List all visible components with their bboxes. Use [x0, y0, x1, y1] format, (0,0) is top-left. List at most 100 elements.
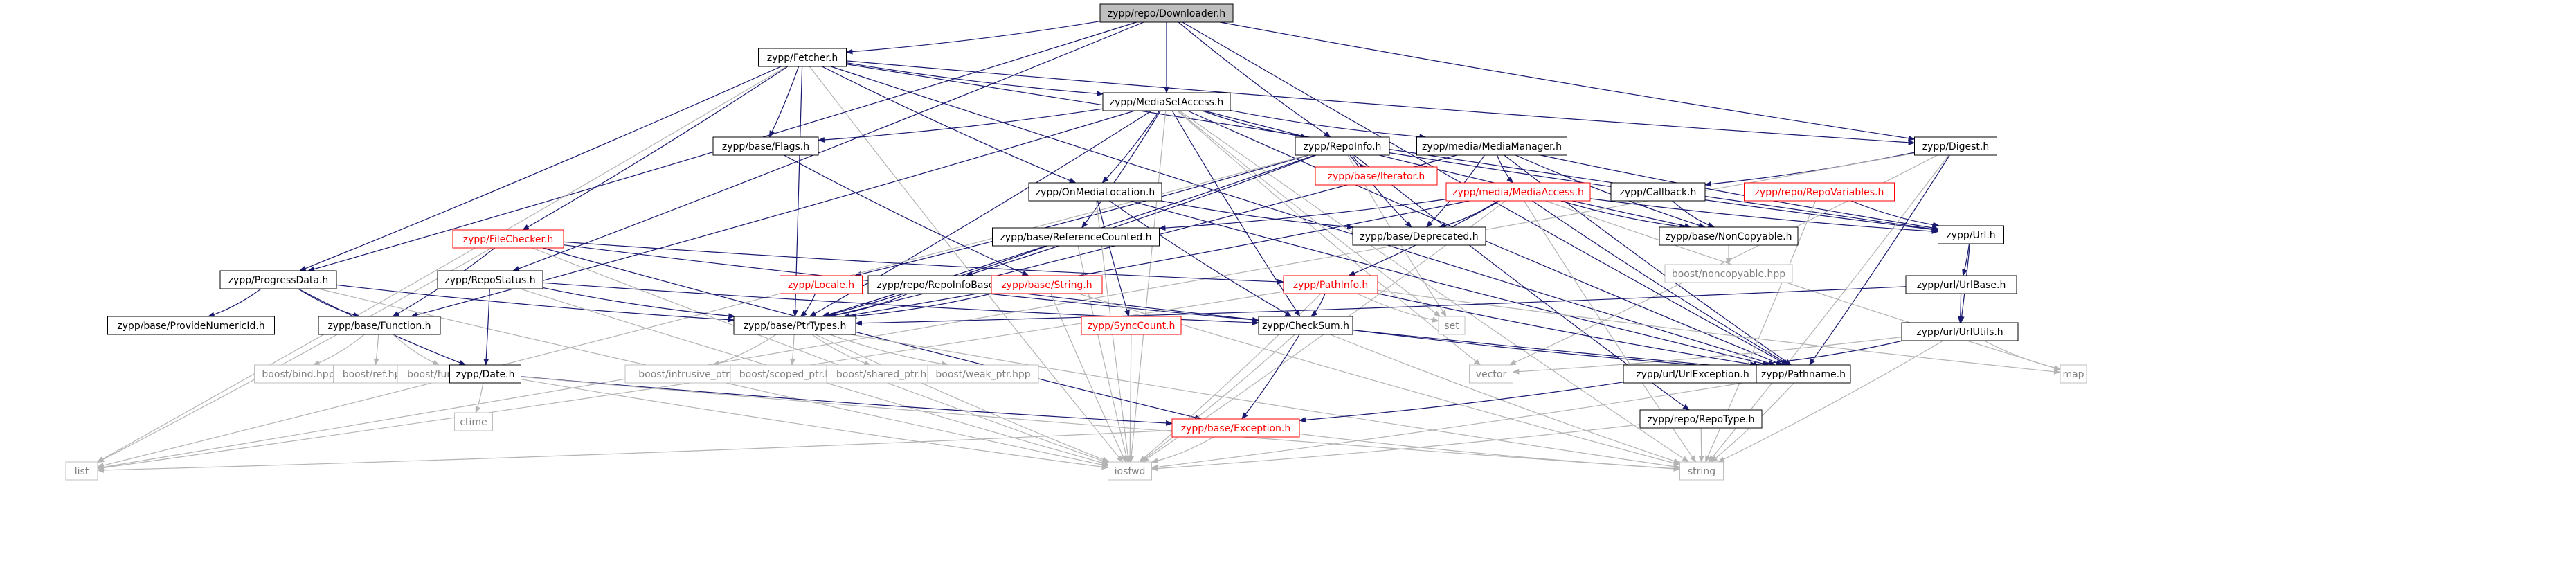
node-callback[interactable]: zypp/Callback.h — [1610, 182, 1706, 202]
node-repoinfobase[interactable]: zypp/repo/RepoInfoBase.h — [867, 275, 1013, 294]
node-box-digest[interactable] — [1914, 136, 1997, 156]
edge-mediasetaccess-to-noncopyable — [1204, 110, 1692, 229]
node-onmedialocation[interactable]: zypp/OnMediaLocation.h — [1028, 182, 1162, 202]
node-provnum[interactable]: zypp/base/ProvideNumericId.h — [107, 316, 275, 335]
edge-checksum-to-exception — [1241, 334, 1300, 420]
node-box-filechecker[interactable] — [452, 229, 564, 249]
node-box-mediasetaccess[interactable] — [1102, 92, 1231, 111]
node-noncopyable[interactable]: zypp/base/NonCopyable.h — [1659, 226, 1799, 246]
node-ptrtypes[interactable]: zypp/base/PtrTypes.h — [733, 316, 856, 335]
node-checksum[interactable]: zypp/CheckSum.h — [1258, 316, 1353, 335]
node-box-synccount[interactable] — [1081, 316, 1182, 335]
edge-fetcher-to-filechecker — [522, 66, 789, 231]
node-synccount[interactable]: zypp/SyncCount.h — [1081, 316, 1182, 335]
node-label-progressdata: zypp/ProgressData.h — [228, 275, 329, 286]
node-downloader[interactable]: zypp/repo/Downloader.h — [1099, 3, 1234, 23]
node-box-pathname[interactable] — [1756, 364, 1851, 384]
node-set[interactable]: set — [1438, 316, 1466, 335]
node-locale[interactable]: zypp/Locale.h — [780, 275, 863, 294]
node-box-refcounted[interactable] — [992, 227, 1160, 247]
node-box-callback[interactable] — [1610, 182, 1706, 202]
node-boostnoncopy[interactable]: boost/noncopyable.hpp — [1664, 264, 1793, 283]
node-box-flags[interactable] — [712, 136, 819, 156]
node-repostatus[interactable]: zypp/RepoStatus.h — [437, 270, 543, 289]
node-fetcher[interactable]: zypp/Fetcher.h — [758, 48, 847, 67]
node-box-repovariables[interactable] — [1744, 182, 1895, 202]
node-box-downloader[interactable] — [1099, 3, 1234, 23]
node-iterator[interactable]: zypp/base/Iterator.h — [1315, 166, 1438, 186]
node-box-noncopyable[interactable] — [1659, 226, 1799, 246]
node-box-iosfwd[interactable] — [1108, 461, 1152, 481]
node-box-fetcher[interactable] — [758, 48, 847, 67]
node-boostbind[interactable]: boost/bind.hpp — [254, 364, 343, 384]
node-date[interactable]: zypp/Date.h — [449, 364, 521, 384]
node-refcounted[interactable]: zypp/base/ReferenceCounted.h — [992, 227, 1160, 247]
edge-downloader-to-repoinfo — [1178, 21, 1331, 138]
node-box-map[interactable] — [2060, 364, 2087, 384]
edge-repoinfobase-to-ptrtypes — [826, 293, 908, 319]
node-pathname[interactable]: zypp/Pathname.h — [1756, 364, 1851, 384]
node-list[interactable]: list — [65, 461, 98, 481]
node-box-repoinfobase[interactable] — [867, 275, 1013, 294]
node-box-urlbase[interactable] — [1905, 275, 2017, 294]
node-box-urlexception[interactable] — [1623, 364, 1763, 384]
node-function[interactable]: zypp/base/Function.h — [318, 316, 441, 335]
node-box-locale[interactable] — [780, 275, 863, 294]
edge-repovariables-to-url — [1850, 200, 1940, 228]
node-box-repostatus[interactable] — [437, 270, 543, 289]
node-repovariables[interactable]: zypp/repo/RepoVariables.h — [1744, 182, 1895, 202]
node-flags[interactable]: zypp/base/Flags.h — [712, 136, 819, 156]
node-repotype[interactable]: zypp/repo/RepoType.h — [1639, 409, 1763, 429]
node-box-checksum[interactable] — [1258, 316, 1353, 335]
node-urlbase[interactable]: zypp/url/UrlBase.h — [1905, 275, 2017, 294]
node-box-repotype[interactable] — [1639, 409, 1763, 429]
node-box-list[interactable] — [65, 461, 98, 481]
edge-repoinfo-to-deprecated — [1349, 154, 1412, 228]
node-deprecated[interactable]: zypp/base/Deprecated.h — [1352, 226, 1486, 246]
node-box-pathinfo[interactable] — [1283, 275, 1378, 294]
node-box-mediamanager[interactable] — [1416, 136, 1567, 156]
node-box-ptrtypes[interactable] — [733, 316, 856, 335]
node-mediaaccess[interactable]: zypp/media/MediaAccess.h — [1445, 182, 1591, 202]
node-box-repoinfo[interactable] — [1295, 136, 1390, 156]
node-box-function[interactable] — [318, 316, 441, 335]
node-box-boostweak[interactable] — [927, 364, 1039, 384]
node-progressdata[interactable]: zypp/ProgressData.h — [219, 270, 337, 289]
node-url[interactable]: zypp/Url.h — [1938, 225, 2004, 244]
node-box-string[interactable] — [991, 275, 1103, 294]
node-filechecker[interactable]: zypp/FileChecker.h — [452, 229, 564, 249]
node-box-progressdata[interactable] — [219, 270, 337, 289]
node-digest[interactable]: zypp/Digest.h — [1914, 136, 1997, 156]
node-iosfwd[interactable]: iosfwd — [1108, 461, 1152, 481]
node-box-urlutils[interactable] — [1901, 322, 2019, 341]
node-map[interactable]: map — [2060, 364, 2087, 384]
node-string[interactable]: zypp/base/String.h — [991, 275, 1103, 294]
node-mediasetaccess[interactable]: zypp/MediaSetAccess.h — [1102, 92, 1231, 111]
node-box-boostnoncopy[interactable] — [1664, 264, 1793, 283]
node-box-date[interactable] — [449, 364, 521, 384]
node-box-iterator[interactable] — [1315, 166, 1438, 186]
node-box-deprecated[interactable] — [1352, 226, 1486, 246]
node-vector[interactable]: vector — [1469, 364, 1513, 384]
node-label-mediasetaccess: zypp/MediaSetAccess.h — [1110, 97, 1223, 108]
node-box-url[interactable] — [1938, 225, 2004, 244]
node-urlexception[interactable]: zypp/url/UrlException.h — [1623, 364, 1763, 384]
node-box-vector[interactable] — [1469, 364, 1513, 384]
node-label-locale: zypp/Locale.h — [788, 280, 854, 291]
node-box-set[interactable] — [1438, 316, 1466, 335]
node-box-stdstring[interactable] — [1679, 461, 1724, 481]
node-stdstring[interactable]: string — [1679, 461, 1724, 481]
node-box-ctime[interactable] — [454, 412, 493, 431]
node-boostweak[interactable]: boost/weak_ptr.hpp — [927, 364, 1039, 384]
node-pathinfo[interactable]: zypp/PathInfo.h — [1283, 275, 1378, 294]
node-box-exception[interactable] — [1171, 418, 1300, 438]
node-repoinfo[interactable]: zypp/RepoInfo.h — [1295, 136, 1390, 156]
node-urlutils[interactable]: zypp/url/UrlUtils.h — [1901, 322, 2019, 341]
node-ctime[interactable]: ctime — [454, 412, 493, 431]
node-box-boostbind[interactable] — [254, 364, 343, 384]
node-box-onmedialocation[interactable] — [1028, 182, 1162, 202]
node-mediamanager[interactable]: zypp/media/MediaManager.h — [1416, 136, 1567, 156]
node-box-mediaaccess[interactable] — [1445, 182, 1591, 202]
node-exception[interactable]: zypp/base/Exception.h — [1171, 418, 1300, 438]
node-box-provnum[interactable] — [107, 316, 275, 335]
